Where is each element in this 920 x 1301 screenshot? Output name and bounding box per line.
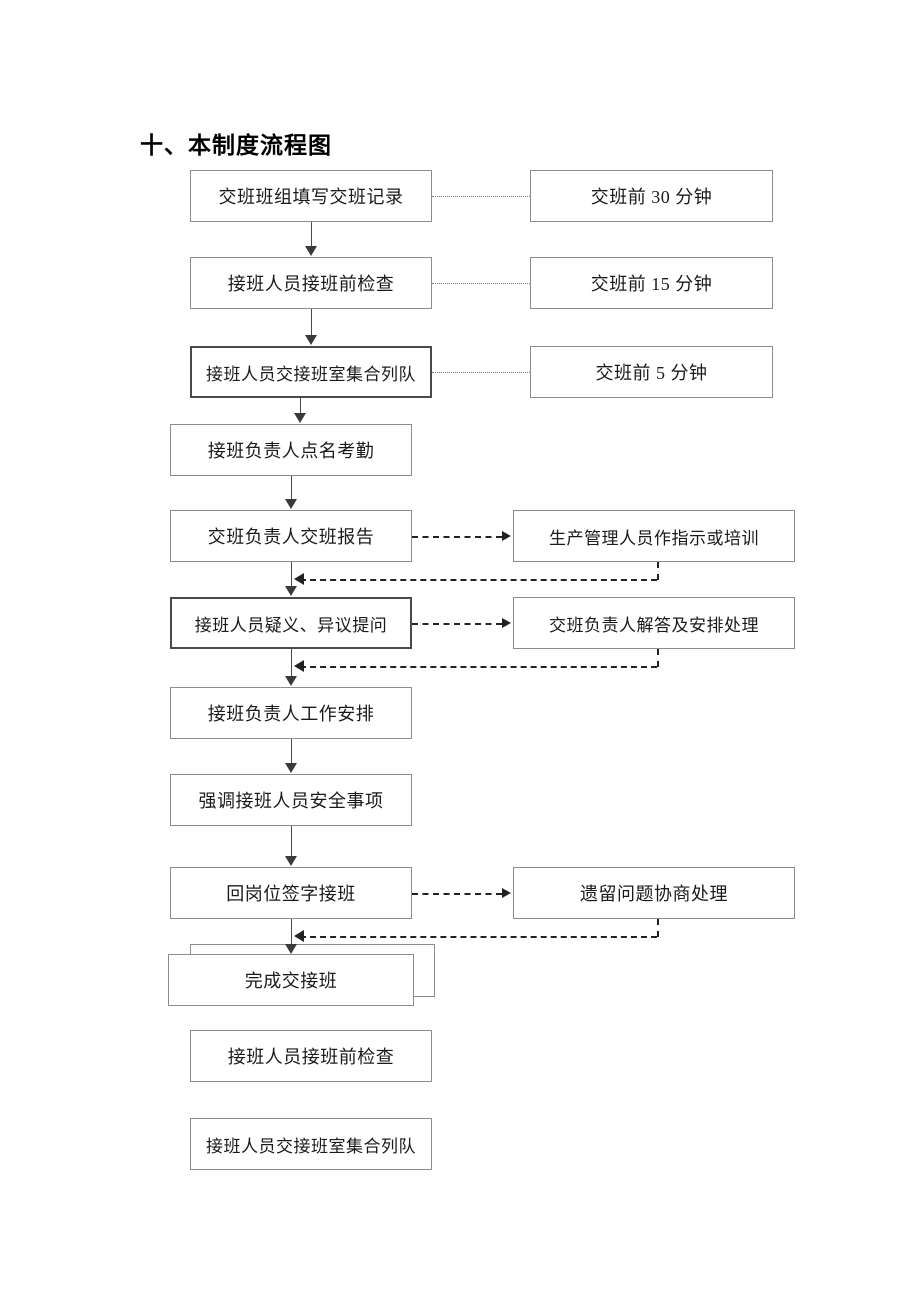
timing-box-1[interactable]: 交班前 30 分钟	[530, 170, 773, 222]
connector-step8-step9	[291, 826, 292, 857]
return-drop-1	[657, 562, 659, 580]
timing-connector-1	[432, 196, 530, 197]
arrowhead-side-out-1	[502, 531, 511, 541]
arrowhead-step2-step3	[305, 335, 317, 345]
connector-step9-step10	[291, 919, 292, 945]
flow-box-step-7[interactable]: 接班负责人工作安排	[170, 687, 412, 739]
timing-box-3[interactable]: 交班前 5 分钟	[530, 346, 773, 398]
timing-connector-3	[432, 372, 530, 373]
connector-step5-step6	[291, 562, 292, 587]
arrowhead-step9-step10	[285, 944, 297, 954]
side-action-box-3[interactable]: 遗留问题协商处理	[513, 867, 795, 919]
return-drop-2	[657, 649, 659, 667]
arrowhead-step4-step5	[285, 499, 297, 509]
flow-box-step-6[interactable]: 接班人员疑义、异议提问	[170, 597, 412, 649]
arrowhead-side-out-3	[502, 888, 511, 898]
flow-box-trailing-2[interactable]: 接班人员交接班室集合列队	[190, 1118, 432, 1170]
connector-step2-step3	[311, 309, 312, 336]
arrowhead-step6-step7	[285, 676, 297, 686]
timing-box-2[interactable]: 交班前 15 分钟	[530, 257, 773, 309]
flow-box-step-2[interactable]: 接班人员接班前检查	[190, 257, 432, 309]
arrowhead-step5-step6	[285, 586, 297, 596]
arrowhead-step7-step8	[285, 763, 297, 773]
arrowhead-step3-step4	[294, 413, 306, 423]
flow-box-step-4[interactable]: 接班负责人点名考勤	[170, 424, 412, 476]
return-line-2	[300, 666, 657, 668]
side-connector-out-3	[412, 893, 502, 895]
side-connector-out-2	[412, 623, 502, 625]
flow-box-step-8[interactable]: 强调接班人员安全事项	[170, 774, 412, 826]
connector-step3-step4	[300, 398, 301, 414]
side-connector-out-1	[412, 536, 502, 538]
connector-step6-step7	[291, 649, 292, 677]
flow-box-step-9[interactable]: 回岗位签字接班	[170, 867, 412, 919]
flow-box-step-5[interactable]: 交班负责人交班报告	[170, 510, 412, 562]
flow-box-step-3[interactable]: 接班人员交接班室集合列队	[190, 346, 432, 398]
page-title: 十、本制度流程图	[140, 132, 332, 158]
arrowhead-return-2	[294, 660, 304, 672]
arrowhead-step1-step2	[305, 246, 317, 256]
arrowhead-return-1	[294, 573, 304, 585]
side-action-box-2[interactable]: 交班负责人解答及安排处理	[513, 597, 795, 649]
arrowhead-step8-step9	[285, 856, 297, 866]
connector-step4-step5	[291, 476, 292, 500]
arrowhead-side-out-2	[502, 618, 511, 628]
return-line-3	[300, 936, 657, 938]
return-drop-3	[657, 919, 659, 937]
connector-step7-step8	[291, 739, 292, 764]
side-action-box-1[interactable]: 生产管理人员作指示或培训	[513, 510, 795, 562]
flow-box-step-1[interactable]: 交班班组填写交班记录	[190, 170, 432, 222]
timing-connector-2	[432, 283, 530, 284]
connector-step1-step2	[311, 222, 312, 247]
arrowhead-return-3	[294, 930, 304, 942]
flow-box-trailing-1[interactable]: 接班人员接班前检查	[190, 1030, 432, 1082]
return-line-1	[300, 579, 657, 581]
flow-box-step-10[interactable]: 完成交接班	[168, 954, 414, 1006]
